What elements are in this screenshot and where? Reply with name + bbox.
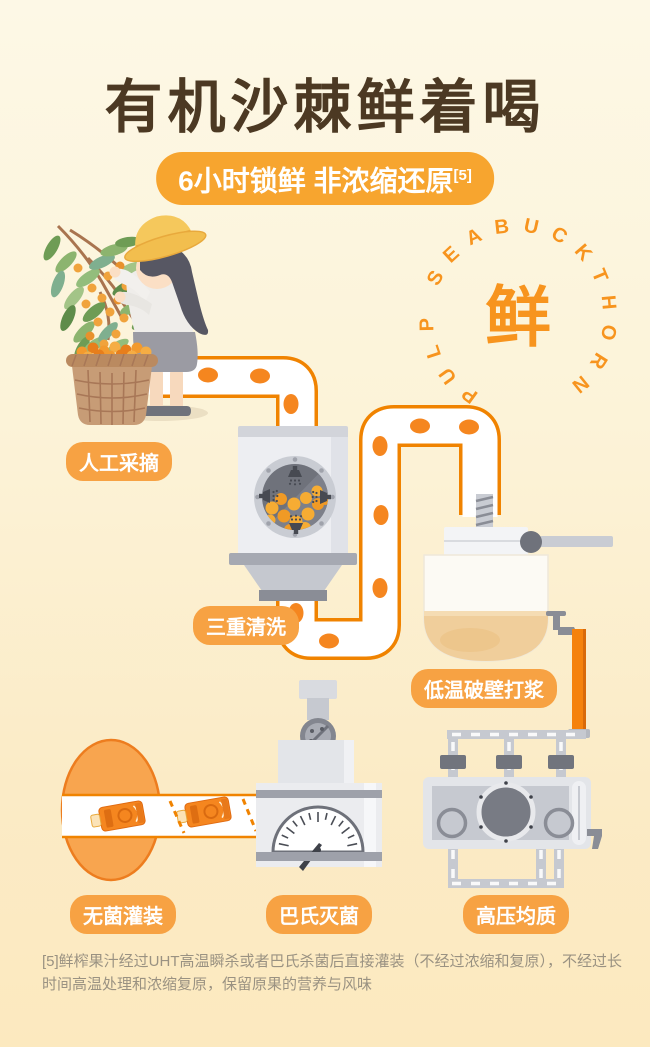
fresh-stamp: PULP SEABUCKTHORN 鲜 — [418, 217, 608, 407]
freshness-badge: 6小时锁鲜 非浓缩还原[5] — [156, 152, 494, 206]
washing-machine — [229, 426, 357, 601]
page-title: 有机沙棘鲜着喝 — [104, 75, 546, 140]
pressure-gauge — [271, 805, 365, 871]
pasteurizer-machine — [256, 680, 382, 871]
berries-on-belt — [288, 418, 479, 649]
pulping-tank — [423, 494, 613, 738]
footnote-text: [5]鲜榨果汁经过UHT高温瞬杀或者巴氏杀菌后直接灌装（不经过浓缩和复原），不经… — [42, 953, 623, 994]
conveyor-washer-to-tank — [276, 405, 501, 660]
step-label-manual-picking: 人工采摘 — [66, 442, 172, 481]
outlet-tap — [587, 829, 602, 849]
straw-hat — [124, 215, 207, 263]
berry-basket — [66, 341, 158, 425]
badge-footnote-marker: [5] — [453, 167, 472, 184]
step-label-homogenization: 高压均质 — [463, 895, 569, 934]
step-label-triple-washing: 三重清洗 — [193, 606, 299, 645]
badge-text: 6小时锁鲜 非浓缩还原 — [178, 165, 454, 197]
step-label-cold-pulping: 低温破壁打浆 — [411, 669, 557, 708]
step-label-aseptic-filling: 无菌灌装 — [70, 895, 176, 934]
manual-picking-scene — [43, 215, 209, 425]
stamp-center-character: 鲜 — [485, 280, 551, 354]
step-label-pasteurization: 巴氏灭菌 — [266, 895, 372, 934]
homogenizer-machine — [423, 730, 602, 888]
conveyor-picker-to-washer — [148, 356, 318, 442]
picker-person — [109, 215, 209, 416]
berries-on-belt — [198, 367, 299, 414]
aseptic-filling-station — [60, 738, 258, 882]
